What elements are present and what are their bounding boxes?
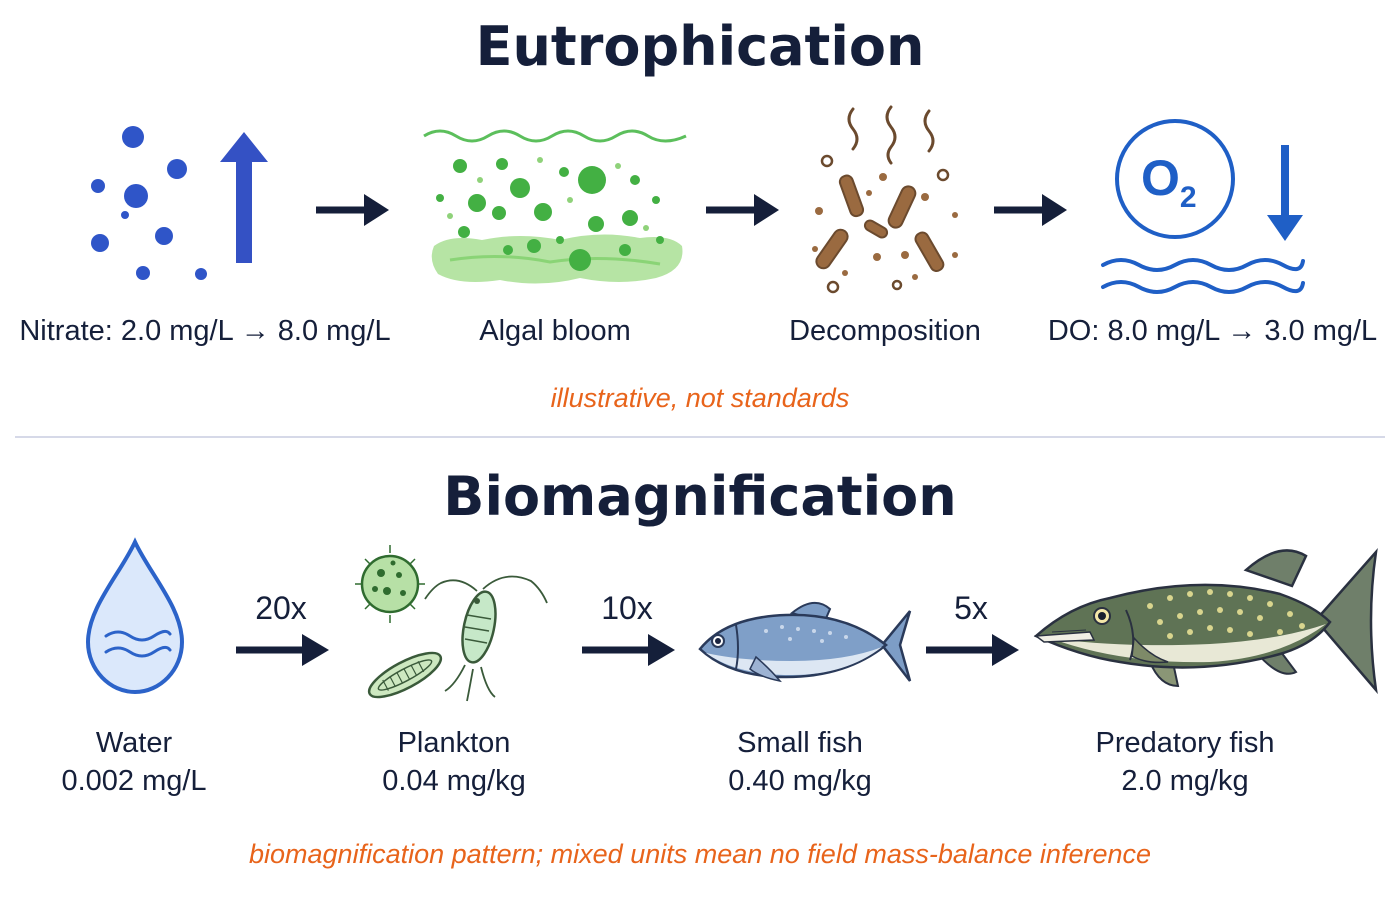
flow-arrow-3 (994, 194, 1067, 226)
oxygen-symbol: O2 (1141, 150, 1211, 214)
oxygen-letter: O (1141, 150, 1180, 206)
factor-label-1: 20x (255, 590, 307, 626)
level-value-predatory-fish: 2.0 mg/kg (1121, 765, 1249, 797)
predatory-fish-icon (1033, 548, 1378, 695)
factor-label-2: 10x (601, 590, 653, 626)
flow-arrow-2 (706, 194, 779, 226)
factor-arrow-1 (236, 634, 329, 666)
section-divider (15, 436, 1385, 438)
eutrophication-note: illustrative, not standards (550, 383, 850, 413)
factor-arrow-3 (926, 634, 1019, 666)
factor-arrow-2 (582, 634, 675, 666)
level-name-predatory-fish: Predatory fish (1095, 727, 1275, 759)
decomposition-bacteria-icon (812, 105, 958, 294)
flow-arrow-1 (316, 194, 389, 226)
step-label-decomposition: Decomposition (789, 315, 981, 347)
oxygen-subscript: 2 (1179, 181, 1197, 214)
algal-bloom-icon (423, 129, 687, 284)
factor-label-3: 5x (954, 590, 988, 626)
level-value-plankton: 0.04 mg/kg (382, 765, 526, 797)
step-label-nitrate: Nitrate: 2.0 mg/L → 8.0 mg/L (19, 315, 391, 347)
oxygen-falling-icon (1101, 119, 1305, 294)
plankton-icon (355, 545, 548, 702)
level-name-plankton: Plankton (397, 727, 511, 759)
step-label-algal-bloom: Algal bloom (479, 315, 631, 347)
level-value-water: 0.002 mg/L (61, 765, 207, 797)
biomagnification-title: Biomagnification (443, 465, 957, 528)
level-name-small-fish: Small fish (737, 727, 863, 759)
water-drop-icon (85, 537, 185, 695)
level-value-small-fish: 0.40 mg/kg (728, 765, 872, 797)
level-name-water: Water (95, 727, 173, 759)
small-fish-icon (698, 602, 912, 683)
eutrophication-title: Eutrophication (475, 15, 925, 78)
step-label-dissolved-oxygen: DO: 8.0 mg/L → 3.0 mg/L (1047, 315, 1378, 347)
nutrient-dots-rising-icon (91, 126, 268, 280)
biomagnification-note: biomagnification pattern; mixed units me… (249, 839, 1151, 869)
